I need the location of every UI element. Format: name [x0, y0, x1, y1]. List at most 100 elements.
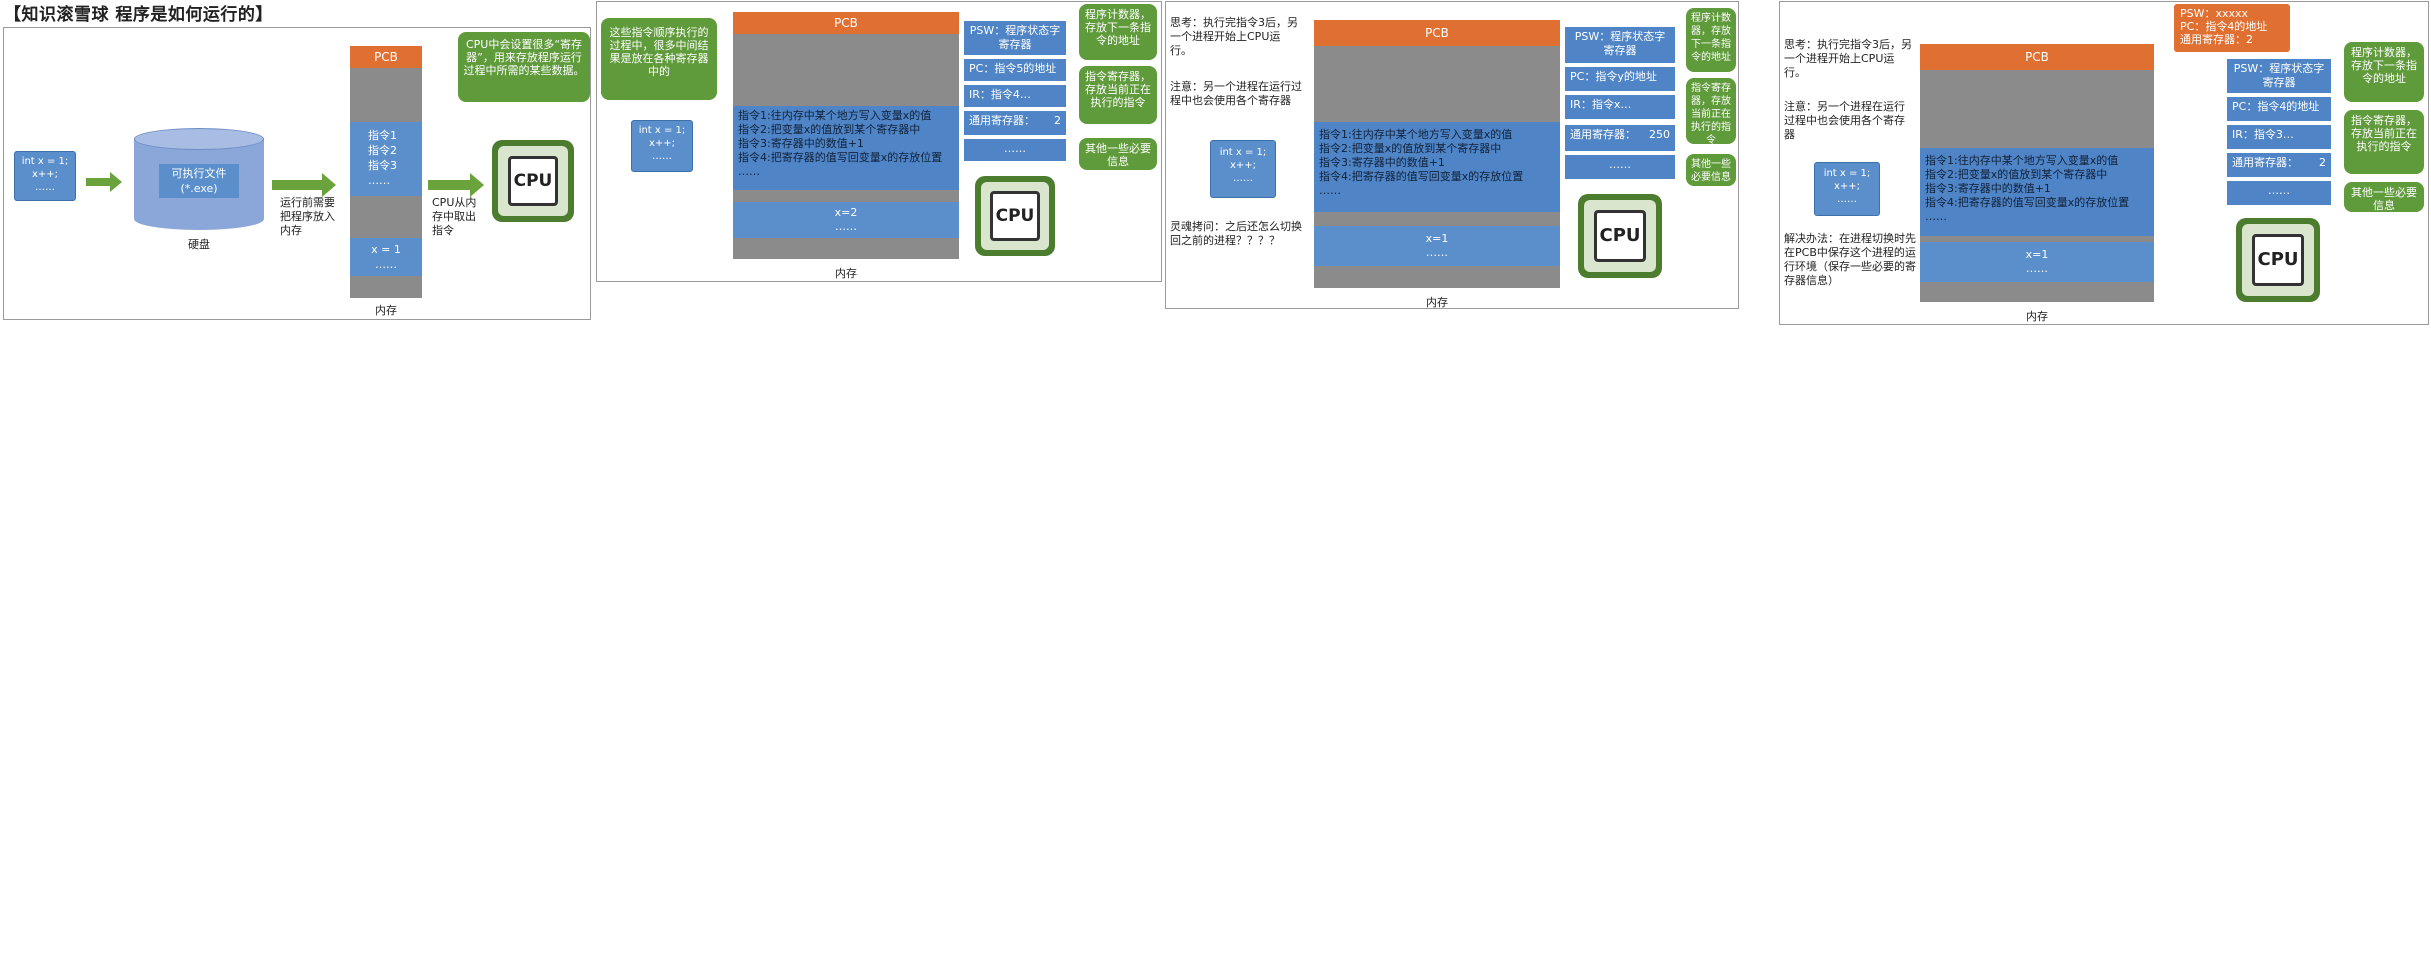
mem-instr: 指令2 — [368, 144, 397, 157]
reg-pc: PC：指令5的地址 — [963, 58, 1067, 82]
load-note: 运行前需要把程序放入内存 — [280, 196, 335, 237]
ir-bubble: 指令寄存器，存放当前正在执行的指令 — [1686, 78, 1736, 146]
code-line: …… — [1837, 194, 1857, 205]
reg-more: …… — [2226, 180, 2332, 206]
code-line: int x = 1; — [1823, 168, 1871, 179]
gpr-value: 2 — [2319, 156, 2326, 169]
reg-psw: PSW：程序状态字寄存器 — [963, 20, 1067, 56]
instr-line: 指令3:寄存器中的数值+1 — [1319, 156, 1445, 169]
pcb-block: PCB — [1314, 20, 1560, 46]
mem-instr: 指令3 — [368, 159, 397, 172]
instr-line: 指令1:往内存中某个地方写入变量x的值 — [1319, 128, 1513, 141]
mem-instr: 指令1 — [368, 129, 397, 142]
instr-block: 指令1:往内存中某个地方写入变量x的值 指令2:把变量x的值放到某个寄存器中 指… — [1920, 148, 2154, 236]
gpr-label: 通用寄存器： — [1570, 128, 1636, 141]
instr-line: 指令2:把变量x的值放到某个寄存器中 — [1319, 142, 1502, 155]
instr-block: 指令1:往内存中某个地方写入变量x的值 指令2:把变量x的值放到某个寄存器中 指… — [733, 106, 959, 190]
pcb-block: PCB — [350, 46, 422, 68]
memory-label: 内存 — [2026, 310, 2048, 323]
cpu-icon: CPU — [492, 140, 574, 222]
reg-pc: PC：指令4的地址 — [2226, 96, 2332, 122]
panel-3: 思考：执行完指令3后，另一个进程开始上CPU运行。 注意：另一个进程在运行过程中… — [1165, 1, 1739, 309]
memory-label: 内存 — [375, 304, 397, 317]
gpr-label: 通用寄存器： — [2232, 156, 2298, 169]
instr-line: 指令1:往内存中某个地方写入变量x的值 — [738, 109, 932, 122]
code-scroll: int x = 1; x++; …… — [1210, 140, 1276, 198]
gpr-label: 通用寄存器： — [969, 114, 1035, 127]
code-line: …… — [1233, 173, 1253, 184]
instr-line: …… — [1925, 210, 1947, 223]
register-note: 注意：另一个进程在运行过程中也会使用各个寄存器 — [1784, 100, 1905, 141]
fetch-note: CPU从内存中取出指令 — [432, 196, 477, 237]
reg-psw: PSW：程序状态字寄存器 — [2226, 58, 2332, 94]
instr-line: 指令4:把寄存器的值写回变量x的存放位置 — [1319, 170, 1524, 183]
instr-line: …… — [738, 165, 760, 178]
mem-x: x=1 — [2025, 248, 2049, 261]
code-scroll: int x = 1; x++; …… — [631, 120, 693, 172]
ir-bubble: 指令寄存器，存放当前正在执行的指令 — [1079, 66, 1157, 124]
arrow-head-icon — [322, 173, 336, 197]
instr-line: 指令4:把寄存器的值写回变量x的存放位置 — [1925, 196, 2130, 209]
code-line: x++; — [31, 169, 59, 180]
mem-x: …… — [1426, 246, 1448, 259]
reg-gpr: 通用寄存器： 250 — [1564, 124, 1676, 152]
memory-column: PCB 指令1 指令2 指令3 …… x = 1 …… — [350, 46, 422, 298]
intermediate-bubble: 这些指令顺序执行的过程中，很多中间结果是放在各种寄存器中的 — [601, 18, 717, 100]
arrow-head-icon — [470, 173, 484, 197]
cpu-icon: CPU — [2236, 218, 2320, 302]
cpu-label: CPU — [2252, 234, 2304, 286]
code-scroll: int x = 1; x++; …… — [1814, 162, 1880, 216]
question-note: 灵魂拷问：之后还怎么切换回之前的进程？？？？ — [1170, 220, 1302, 247]
memory-column: PCB 指令1:往内存中某个地方写入变量x的值 指令2:把变量x的值放到某个寄存… — [1314, 20, 1560, 288]
ir-bubble: 指令寄存器，存放当前正在执行的指令 — [2344, 110, 2424, 174]
mem-x: …… — [375, 258, 397, 271]
reg-pc: PC：指令y的地址 — [1564, 66, 1676, 92]
register-bubble: CPU中会设置很多“寄存器”，用来存放程序运行过程中所需的某些数据。 — [458, 32, 590, 102]
gpr-value: 250 — [1649, 128, 1670, 141]
think-note: 思考：执行完指令3后，另一个进程开始上CPU运行。 — [1170, 16, 1298, 57]
instr-line: 指令3:寄存器中的数值+1 — [738, 137, 864, 150]
arrow-icon — [272, 180, 324, 190]
saved-gpr: 通用寄存器：2 — [2180, 33, 2253, 46]
memory-label: 内存 — [1426, 296, 1448, 309]
reg-ir: IR：指令4… — [963, 84, 1067, 108]
code-scroll: int x = 1; x++; …… — [14, 151, 76, 201]
reg-psw: PSW：程序状态字寄存器 — [1564, 26, 1676, 64]
code-line: …… — [35, 182, 55, 193]
panel-2: 这些指令顺序执行的过程中，很多中间结果是放在各种寄存器中的 int x = 1;… — [596, 1, 1162, 282]
mem-instr: …… — [368, 174, 390, 187]
cpu-label: CPU — [990, 191, 1040, 241]
mem-x: …… — [2026, 262, 2048, 275]
mem-x: x=1 — [1425, 232, 1449, 245]
instr-block: 指令1:往内存中某个地方写入变量x的值 指令2:把变量x的值放到某个寄存器中 指… — [1314, 122, 1560, 212]
mem-x: x = 1 — [371, 243, 401, 256]
code-line: int x = 1; — [1219, 147, 1267, 158]
mem-x: …… — [835, 220, 857, 233]
pcb-saved-context: PSW：xxxxx PC：指令4的地址 通用寄存器：2 — [2174, 4, 2290, 52]
exe-file: 可执行文件 (*.exe) — [159, 164, 239, 198]
panel-1: int x = 1; x++; …… 可执行文件 (*.exe) 硬盘 运行前需… — [3, 27, 591, 320]
memory-label: 内存 — [835, 267, 857, 280]
code-line: x++; — [1833, 181, 1861, 192]
pc-bubble: 程序计数器，存放下一条指令的地址 — [2344, 42, 2424, 102]
other-bubble: 其他一些必要信息 — [2344, 182, 2424, 212]
saved-psw: PSW：xxxxx — [2180, 7, 2249, 20]
reg-ir: IR：指令3… — [2226, 124, 2332, 150]
code-line: …… — [652, 151, 672, 162]
page-title: 【知识滚雪球 程序是如何运行的】 — [4, 5, 273, 25]
other-bubble: 其他一些必要信息 — [1079, 138, 1157, 170]
other-bubble: 其他一些必要信息 — [1686, 154, 1736, 186]
instr-line: 指令4:把寄存器的值写回变量x的存放位置 — [738, 151, 943, 164]
instr-line: …… — [1319, 184, 1341, 197]
code-line: x++; — [1229, 160, 1257, 171]
think-note: 思考：执行完指令3后，另一个进程开始上CPU运行。 — [1784, 38, 1912, 79]
reg-ir: IR：指令x… — [1564, 94, 1676, 120]
code-line: int x = 1; — [21, 156, 69, 167]
memory-column: PCB 指令1:往内存中某个地方写入变量x的值 指令2:把变量x的值放到某个寄存… — [733, 12, 959, 259]
memory-column: PCB 指令1:往内存中某个地方写入变量x的值 指令2:把变量x的值放到某个寄存… — [1920, 44, 2154, 302]
mem-x: x=2 — [834, 206, 858, 219]
instr-line: 指令1:往内存中某个地方写入变量x的值 — [1925, 154, 2119, 167]
gpr-value: 2 — [1054, 114, 1061, 127]
saved-pc: PC：指令4的地址 — [2180, 20, 2268, 33]
solution-note: 解决办法：在进程切换时先在PCB中保存这个进程的运行环境（保存一些必要的寄存器信… — [1784, 232, 1916, 287]
